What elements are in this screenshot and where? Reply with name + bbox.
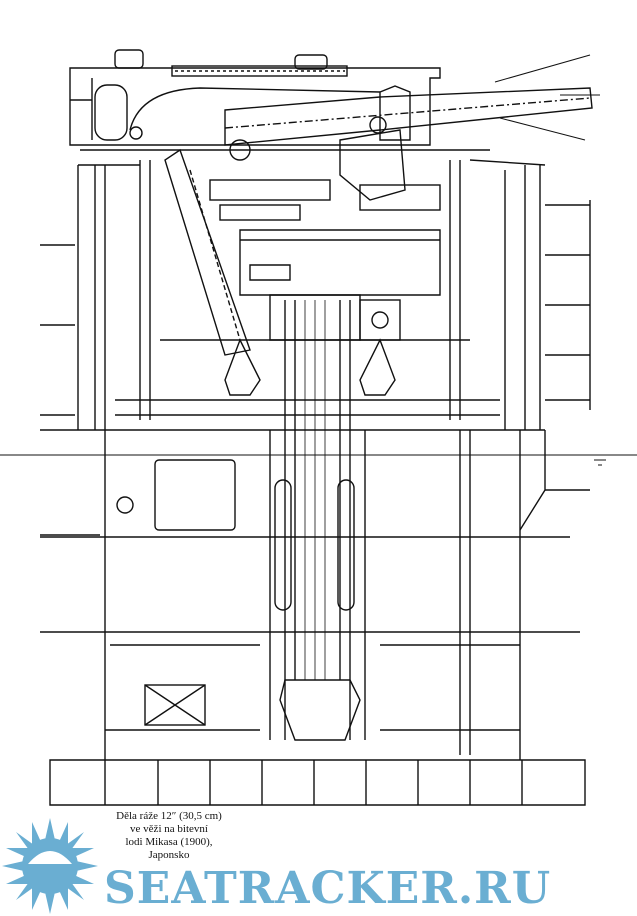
watermark-text: SEATRACKER.RU <box>104 863 552 914</box>
turret-walls <box>77 159 546 430</box>
caption-line: ve věži na bitevní <box>130 823 208 835</box>
base-grid <box>49 759 586 806</box>
caption-line: Japonsko <box>148 849 190 861</box>
turret-upper-frame <box>69 49 490 151</box>
central-trunk <box>269 294 366 741</box>
gun-barrel <box>224 54 600 161</box>
gun-cradle <box>164 129 441 356</box>
sun-logo-icon <box>2 818 98 914</box>
caption-line: lodi Mikasa (1900), <box>125 836 213 848</box>
drawing-caption: Děla ráže 12″ (30,5 cm) ve věži na bitev… <box>104 810 234 862</box>
caption-line: Děla ráže 12″ (30,5 cm) <box>116 810 222 822</box>
deck-lines <box>0 200 637 760</box>
